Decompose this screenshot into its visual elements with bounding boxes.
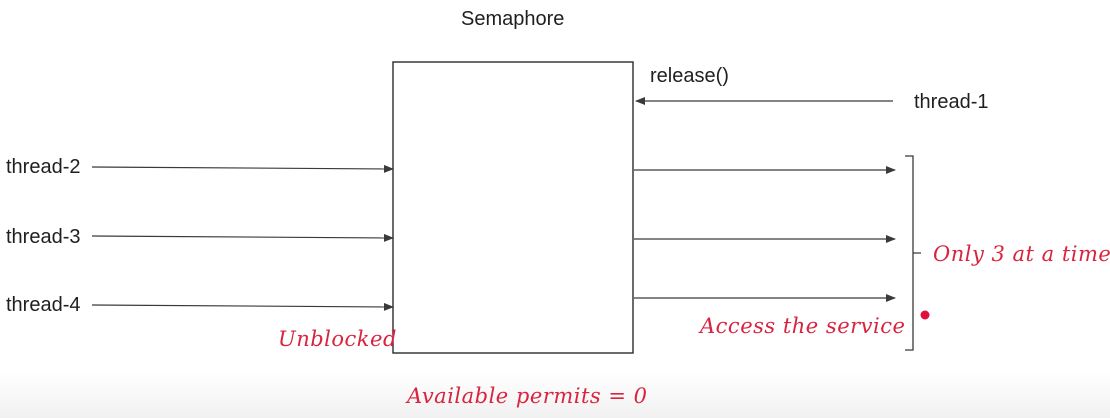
group-bracket — [905, 155, 921, 351]
semaphore-box — [392, 61, 634, 354]
unblocked-annotation: Unblocked — [278, 327, 397, 351]
access-annotation: Access the service — [700, 314, 906, 338]
thread-2-arrow — [91, 164, 394, 173]
pointer-dot — [920, 310, 930, 320]
bottom-shading — [0, 372, 1110, 418]
thread-4-label: thread-4 — [6, 294, 81, 316]
thread-3-arrow — [91, 233, 394, 242]
release-label: release() — [650, 65, 729, 87]
semaphore-title: Semaphore — [461, 8, 565, 30]
thread-2-label: thread-2 — [6, 156, 81, 178]
thread-4-arrow — [91, 302, 394, 311]
permits-annotation: Available permits = 0 — [407, 384, 648, 408]
limit-annotation: Only 3 at a time! — [933, 242, 1110, 266]
thread-3-label: thread-3 — [6, 226, 81, 248]
thread-1-label: thread-1 — [914, 91, 989, 113]
